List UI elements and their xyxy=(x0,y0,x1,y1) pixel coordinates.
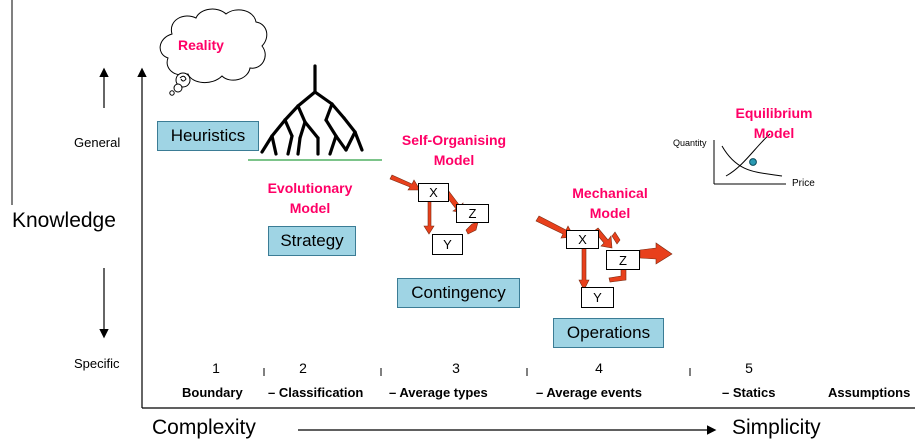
contingency-box: Contingency xyxy=(397,278,520,308)
mini-chart-x-label: Price xyxy=(792,178,815,189)
scale-number: 5 xyxy=(745,360,753,376)
mechanical-arrows xyxy=(535,215,673,291)
heuristics-box: Heuristics xyxy=(157,121,259,151)
equilibrium-title-line1: Equilibrium xyxy=(735,105,813,121)
scale-number: 3 xyxy=(452,360,460,376)
node-z: Z xyxy=(606,250,640,270)
equilibrium-mini-chart xyxy=(713,133,786,185)
specific-label: Specific xyxy=(74,356,120,371)
evolutionary-title-line1: Evolutionary xyxy=(267,180,353,196)
scale-label-classification: – Classification xyxy=(268,385,364,400)
scale-number: 4 xyxy=(595,360,603,376)
strategy-box: Strategy xyxy=(268,226,356,256)
equilibrium-model-title: Equilibrium Model xyxy=(726,103,822,143)
node-y: Y xyxy=(432,234,463,255)
operations-box: Operations xyxy=(553,318,664,348)
knowledge-label: Knowledge xyxy=(12,209,116,232)
scale-label-boundary: Boundary xyxy=(182,385,243,400)
self-organising-model-title: Self-Organising Model xyxy=(390,130,518,170)
evolutionary-title-line2: Model xyxy=(289,200,331,216)
general-label: General xyxy=(74,135,121,150)
mechanical-model-title: Mechanical Model xyxy=(560,183,660,223)
mechanical-title-line1: Mechanical xyxy=(572,185,648,201)
equilibrium-title-line2: Model xyxy=(753,125,795,141)
scale-label-statics: – Statics xyxy=(722,385,776,400)
mechanical-title-line2: Model xyxy=(589,205,631,221)
node-x: X xyxy=(566,230,599,249)
cloud-shape xyxy=(159,8,268,96)
node-z: Z xyxy=(456,204,489,223)
scale-label-assumptions: Assumptions xyxy=(828,385,911,400)
scale-number: 1 xyxy=(212,360,220,376)
evolution-tree-icon xyxy=(260,64,364,156)
simplicity-label: Simplicity xyxy=(732,416,821,439)
self-organising-title-line1: Self-Organising xyxy=(401,132,507,148)
evolutionary-model-title: Evolutionary Model xyxy=(262,178,358,218)
mini-chart-y-label: Quantity xyxy=(673,138,707,148)
scale-label-average-types: – Average types xyxy=(389,385,488,400)
node-x: X xyxy=(418,183,449,202)
node-y: Y xyxy=(581,287,614,308)
self-organising-title-line2: Model xyxy=(433,152,475,168)
complexity-label: Complexity xyxy=(152,416,256,439)
reality-label: Reality xyxy=(178,37,224,53)
scale-number: 2 xyxy=(299,360,307,376)
scale-label-average-events: – Average events xyxy=(536,385,642,400)
